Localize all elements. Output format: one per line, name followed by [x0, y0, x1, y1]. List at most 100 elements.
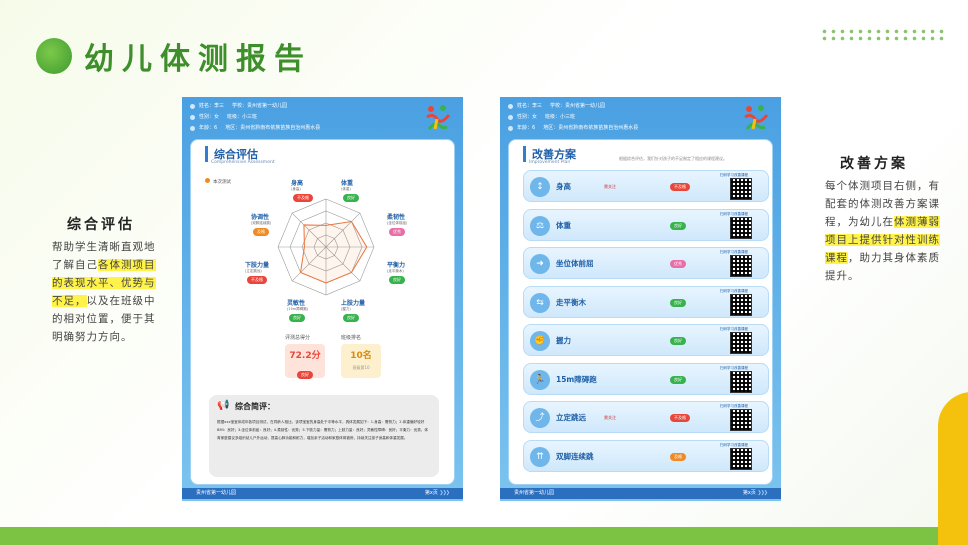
card-subtitle: Improvement Plan — [529, 160, 571, 165]
qr-label: 扫码学习改善课程 — [720, 173, 748, 177]
improvement-row[interactable]: ➜ 坐位体前屈 优秀 扫码学习改善课程 — [523, 247, 769, 279]
radar-label-balance: 平衡力(走平衡木) — [387, 262, 406, 273]
assessment-card: 综合评估 Comprehensive Assessment 本次测试 身高(身高… — [190, 139, 455, 485]
item-badge: 不及格 — [670, 183, 690, 191]
qr-label: 扫码学习改善课程 — [720, 404, 748, 408]
radar-label-agility: 灵敏性(15m障碍跑) — [287, 300, 309, 311]
item-name: 走平衡木 — [556, 297, 586, 307]
chevrons-icon: ❯❯❯ — [439, 490, 450, 496]
item-badge: 及格 — [670, 452, 686, 461]
exercise-icon: ✊ — [530, 331, 550, 351]
badge-balance: 良好 — [389, 276, 405, 284]
item-badge: 不及格 — [670, 414, 690, 422]
qr-code-icon[interactable] — [730, 447, 752, 470]
improvement-row[interactable]: ⤴ 立定跳远 需关注 不及格 扫码学习改善课程 — [523, 401, 769, 433]
qr-code-icon[interactable] — [730, 370, 752, 393]
chevrons-icon: ❯❯❯ — [757, 490, 768, 496]
qr-label: 扫码学习改善课程 — [720, 211, 748, 216]
qr-code-icon[interactable] — [730, 216, 752, 239]
improvement-row[interactable]: 🏃 15m障碍跑 良好 扫码学习改善课程 — [523, 362, 769, 395]
score-label: 评测总得分 — [285, 335, 311, 341]
badge-height: 不及格 — [293, 194, 313, 202]
radar-axis — [291, 212, 327, 248]
radar-label-weight: 体重(体重) — [341, 180, 354, 191]
radar-label-flexibility: 柔韧性(坐位体前屈) — [387, 214, 408, 225]
improvement-row[interactable]: ⇈双脚连续跳及格扫码学习改善课程 — [523, 439, 769, 472]
item-badge: 良好 — [670, 375, 686, 384]
radar-series-current — [299, 220, 368, 284]
exercise-icon: 🏃 — [530, 369, 550, 390]
qr-label: 扫码学习改善课程 — [720, 365, 748, 370]
exercise-icon: ➜ — [530, 254, 550, 274]
card-subtitle: Comprehensive Assessment — [211, 160, 275, 165]
improvement-row[interactable]: ✊ 握力 良好 扫码学习改善课程 — [523, 324, 769, 356]
page-title: 幼儿体测报告 — [84, 42, 312, 77]
badge-agility: 良好 — [289, 314, 305, 322]
summary-box: 📢 综合简评： 根据xxx宝宝体成年各项目测试，在同龄人相比，该项宝宝的身高处于… — [209, 395, 439, 477]
badge-upper-strength: 良好 — [343, 314, 359, 322]
score-badge: 良好 — [297, 371, 313, 379]
exercise-icon: ⇈ — [530, 446, 550, 467]
right-section-title: 改善方案 — [840, 156, 908, 172]
score-box: 72.2分 良好 — [285, 344, 325, 379]
qr-code-icon[interactable] — [730, 255, 752, 277]
item-badge: 良好 — [670, 337, 686, 345]
card-note: 根据综合评估，我们针对孩子的不足制定了相应的课程建议。 — [619, 156, 727, 161]
exercise-icon: ⤴ — [530, 408, 550, 428]
summary-body: 根据xxx宝宝体成年各项目测试，在同龄人相比，该项宝宝的身高处于中等水平，具体发… — [217, 420, 428, 440]
dot-grid-decoration — [820, 28, 945, 42]
improvement-row[interactable]: ⇆ 走平衡木 良好 扫码学习改善课程 — [523, 285, 769, 318]
radar-axis — [291, 246, 327, 282]
item-tag: 需关注 — [604, 184, 616, 189]
qr-label: 扫码学习改善课程 — [720, 288, 748, 293]
badge-flexibility: 优秀 — [389, 228, 405, 236]
left-section-title: 综合评估 — [67, 217, 135, 233]
item-badge: 良好 — [670, 298, 686, 307]
card-title: 改善方案 — [523, 146, 576, 162]
item-tag: 需关注 — [604, 415, 616, 420]
megaphone-icon: 📢 — [217, 400, 230, 411]
qr-code-icon[interactable] — [730, 293, 752, 316]
rank-label: 班级排名 — [341, 335, 362, 341]
rank-value: 10名 — [350, 351, 372, 361]
exercise-icon: ⇆ — [530, 292, 550, 313]
item-name: 体重 — [556, 220, 571, 230]
title-circle-icon — [36, 38, 72, 74]
item-name: 双脚连续跳 — [556, 451, 594, 461]
sport-figure-logo-icon — [426, 105, 451, 130]
radar-label-lower-strength: 下肢力量(立定跳远) — [245, 262, 270, 273]
summary-title: 综合简评： — [235, 402, 275, 411]
page-footer: 贵州省第一幼儿园 第x页 ❯❯❯ — [500, 488, 781, 499]
right-section-text: 每个体测项目右侧，有配套的体测改善方案课程，为幼儿在体测薄弱项目上提供针对性训练… — [825, 180, 940, 282]
item-badge: 优秀 — [670, 260, 686, 268]
item-badge: 良好 — [670, 221, 686, 230]
badge-weight: 良好 — [343, 194, 359, 202]
item-name: 握力 — [556, 336, 571, 345]
radar-label-upper-strength: 上肢力量(握力) — [341, 300, 366, 311]
page-header: 幼儿体测报告 — [36, 34, 312, 78]
radar-label-height: 身高(身高) — [291, 180, 304, 191]
badge-coordination: 及格 — [253, 228, 269, 236]
exercise-icon: ↕ — [530, 177, 550, 197]
qr-code-icon[interactable] — [730, 409, 752, 431]
radar-legend: 本次测试 — [205, 178, 231, 185]
page-footer: 贵州省第一幼儿园 第x页 ❯❯❯ — [182, 488, 463, 499]
item-name: 立定跳远 — [556, 413, 586, 422]
qr-label: 扫码学习改善课程 — [720, 250, 748, 254]
improvement-row[interactable]: ⚖体重良好扫码学习改善课程 — [523, 208, 769, 241]
item-name: 15m障碍跑 — [556, 374, 597, 384]
rank-box: 10名 班级第10 — [341, 344, 381, 378]
qr-code-icon[interactable] — [730, 178, 752, 200]
qr-label: 扫码学习改善课程 — [720, 327, 748, 331]
item-name: 坐位体前屈 — [556, 259, 594, 268]
qr-code-icon[interactable] — [730, 332, 752, 354]
improvement-row[interactable]: ↕身高需关注不及格扫码学习改善课程 — [523, 170, 769, 202]
improvement-card: 改善方案 Improvement Plan 根据综合评估，我们针对孩子的不足制定… — [508, 139, 773, 485]
radar-label-coordination: 协调性(双脚连续跳) — [251, 214, 272, 225]
radar-axis — [325, 246, 361, 282]
score-value: 72.2分 — [289, 351, 321, 361]
left-section-text: 帮助学生清晰直观地了解自己各体测项目的表现水平、优势与不足，以及在班级中的相对位… — [52, 241, 156, 343]
